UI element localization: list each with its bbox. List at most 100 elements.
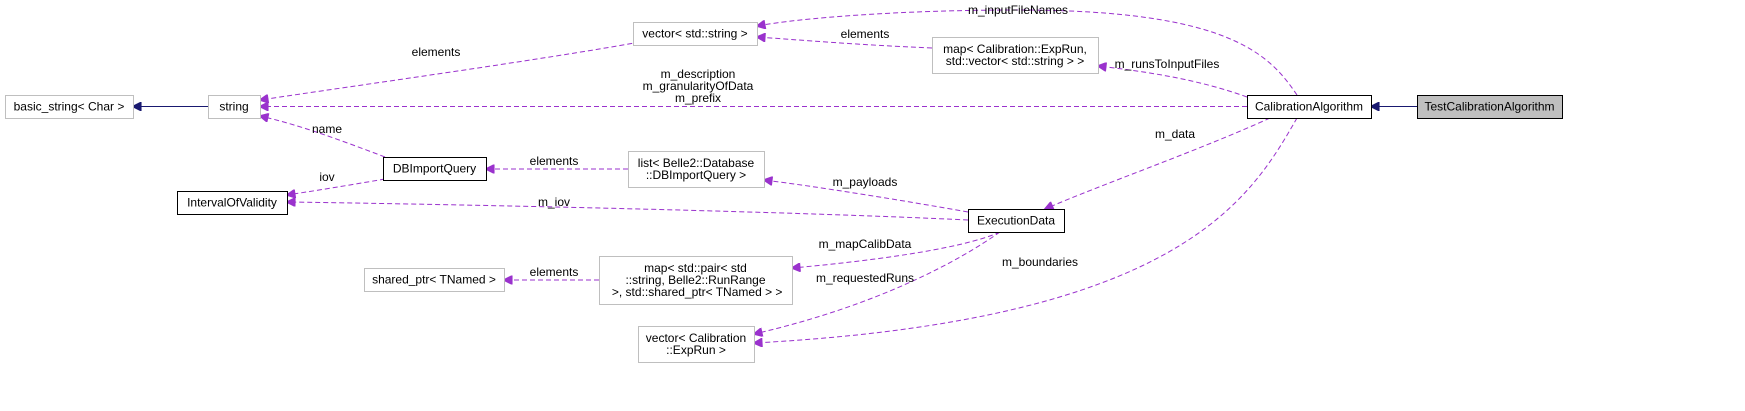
node-label-line: DBImportQuery [393,162,476,176]
node-calibration-algorithm[interactable]: CalibrationAlgorithm [1247,95,1372,119]
edge-label-exec-mapcalib: m_mapCalibData [819,237,912,251]
edge-label-line: name [312,122,342,136]
edge-label-calib-runs-to-input: m_runsToInputFiles [1115,57,1220,71]
node-label-line: CalibrationAlgorithm [1255,100,1363,114]
node-label: list< Belle2::Database::DBImportQuery > [638,156,755,182]
node-box [633,22,758,46]
node-label: TestCalibrationAlgorithm [1424,100,1554,114]
node-label-line: std::vector< std::string > > [946,54,1084,68]
edge-label-line: m_granularityOfData [643,79,754,93]
node-box [1247,95,1372,119]
node-label: CalibrationAlgorithm [1255,100,1363,114]
edge-label-exec-payloads: m_payloads [833,175,898,189]
node-label: ExecutionData [977,214,1055,228]
node-box [208,95,261,119]
edge-label-mappair-elements-shared: elements [530,265,579,279]
node-label: shared_ptr< TNamed > [372,273,496,287]
node-label: string [219,100,248,114]
node-label: vector< Calibration::ExpRun > [646,331,746,357]
node-label: IntervalOfValidity [187,196,277,210]
node-box [638,326,755,363]
edge-labels-layer: m_inputFileNames elements elements m_runsTo… [312,3,1219,285]
node-box [383,157,487,181]
node-label-line: ::DBImportQuery > [646,168,746,182]
node-label-line: ExecutionData [977,214,1055,228]
edge-label-exec-requested-runs: m_requestedRuns [816,271,914,285]
edge-label-dbquery-name: name [312,122,342,136]
node-label: map< Calibration::ExpRun,std::vector< st… [943,42,1087,68]
edge-label-line: m_requestedRuns [816,271,914,285]
edge-calib-inputfiles-usage-arrow [757,9,1298,96]
edge-label-line: m_runsToInputFiles [1115,57,1220,71]
edge-map-elements-vector-usage-arrow [757,37,933,49]
edge-label-line: m_data [1155,127,1195,141]
edge-label-line: m_boundaries [1002,255,1078,269]
edge-label-line: m_iov [538,195,570,209]
edge-label-line: elements [530,265,579,279]
node-label-line: ::string, Belle2::RunRange [625,273,765,287]
edge-label-calib-inputfiles: m_inputFileNames [968,3,1068,17]
node-label: basic_string< Char > [14,100,125,114]
node-interval-of-validity[interactable]: IntervalOfValidity [177,191,288,215]
node-db-import-query[interactable]: DBImportQuery [383,157,487,181]
node-box [628,151,765,188]
edge-label-line: iov [319,170,334,184]
edge-label-line: elements [841,27,890,41]
node-label-line: map< std::pair< std [644,261,747,275]
node-label-line: vector< Calibration [646,331,746,345]
edge-dbquery-iov-usage-arrow [287,178,386,195]
edge-exec-requested-runs-usage-arrow [754,231,1001,334]
node-execution-data[interactable]: ExecutionData [968,209,1065,233]
edge-exec-payloads-usage-arrow [764,180,969,213]
node-map-exprun: map< Calibration::ExpRun,std::vector< st… [932,37,1099,74]
node-label: vector< std::string > [642,27,747,41]
nodes-layer: basic_string< Char > string vector< std::s… [5,22,1563,363]
node-label-line: TestCalibrationAlgorithm [1424,100,1554,114]
node-label-line: string [219,100,248,114]
edge-calib-runs-to-input-usage-arrow [1098,66,1248,98]
node-box [968,209,1065,233]
edge-label-calib-boundaries: m_boundaries [1002,255,1078,269]
node-list-dbimportquery: list< Belle2::Database::DBImportQuery > [628,151,765,188]
edge-label-calib-data: m_data [1155,127,1195,141]
edge-label-vector-elements-string: elements [412,45,461,59]
edge-label-line: elements [412,45,461,59]
edge-label-line: elements [530,154,579,168]
node-label-line: >, std::shared_ptr< TNamed > > [609,285,783,299]
node-label: DBImportQuery [393,162,476,176]
edge-exec-iov-usage-arrow [287,202,969,221]
node-label: map< std::pair< std::string, Belle2::Run… [609,261,783,299]
node-vector-exprun: vector< Calibration::ExpRun > [638,326,755,363]
node-box [364,268,505,292]
node-box [1417,95,1563,119]
edge-label-list-elements-dbquery: elements [530,154,579,168]
node-box [932,37,1099,74]
edge-calib-data-usage-arrow [1045,117,1271,209]
node-box [599,256,793,305]
edges-layer [133,9,1417,343]
edge-label-line: m_description [661,67,736,81]
edge-vector-elements-string-usage-arrow [260,41,641,100]
node-box [177,191,288,215]
edge-label-exec-iov: m_iov [538,195,570,209]
node-string: string [208,95,261,119]
node-test-calibration-algorithm[interactable]: TestCalibrationAlgorithm [1417,95,1563,119]
edge-label-line: m_mapCalibData [819,237,912,251]
edge-label-line: m_inputFileNames [968,3,1068,17]
edge-calib-boundaries-usage-arrow [754,117,1298,343]
node-label-line: vector< std::string > [642,27,747,41]
edge-label-map-elements-vector: elements [841,27,890,41]
node-map-pair: map< std::pair< std::string, Belle2::Run… [599,256,793,305]
node-label-line: list< Belle2::Database [638,156,755,170]
node-label-line: shared_ptr< TNamed > [372,273,496,287]
node-label-line: ::ExpRun > [666,343,726,357]
node-label-line: basic_string< Char > [14,100,125,114]
edge-label-dbquery-iov: iov [319,170,334,184]
node-basic-string: basic_string< Char > [5,95,134,119]
edge-dbquery-name-usage-arrow [260,116,386,158]
node-box [5,95,134,119]
node-vector-string: vector< std::string > [633,22,758,46]
edge-label-line: m_payloads [833,175,898,189]
